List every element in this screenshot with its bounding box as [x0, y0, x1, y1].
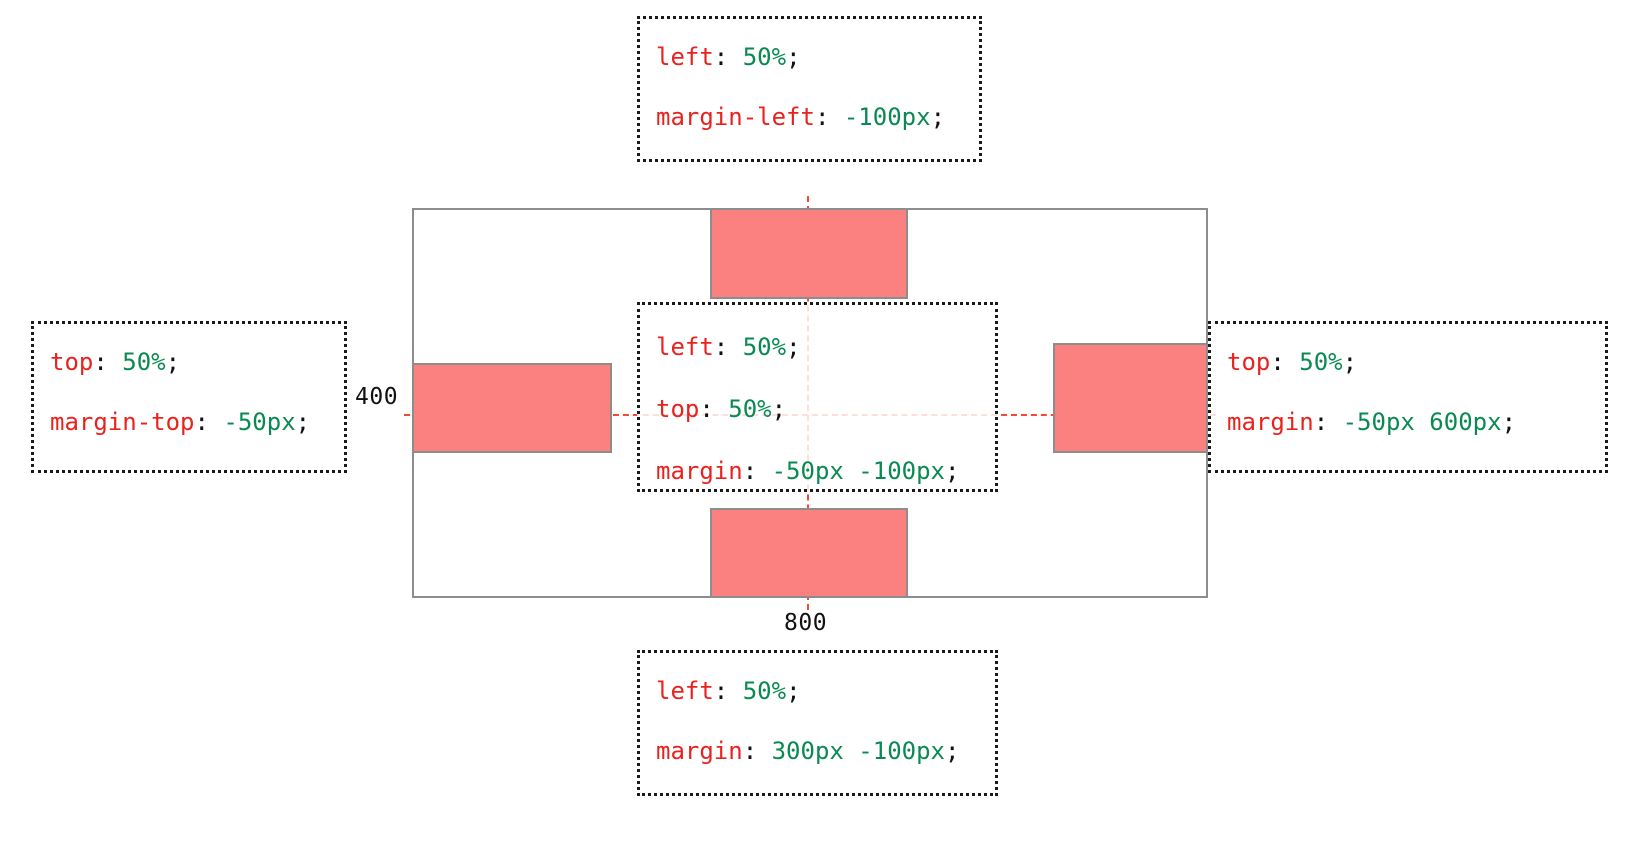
css-colon: :	[713, 333, 729, 361]
positioned-box-top	[710, 208, 908, 299]
css-semicolon: ;	[930, 103, 946, 131]
positioned-box-left	[412, 363, 612, 453]
css-value: 50%	[728, 395, 772, 423]
annotation-right: top: 50%; margin: -50px 600px;	[1208, 321, 1608, 473]
css-property: margin	[656, 457, 743, 485]
css-colon: :	[742, 457, 758, 485]
code-line: margin: -50px 600px;	[1225, 410, 1591, 434]
container-width-label: 800	[784, 610, 828, 636]
css-semicolon: ;	[786, 677, 801, 705]
css-value: 50%	[742, 677, 787, 705]
css-value: -100px	[843, 103, 931, 131]
css-value: -50px	[223, 408, 296, 436]
css-value: 50%	[122, 348, 166, 376]
css-value: 50%	[1299, 348, 1343, 376]
code-line: margin-top: -50px;	[48, 410, 330, 434]
css-value: 300px -100px	[771, 737, 945, 765]
css-colon: :	[93, 348, 108, 376]
annotation-left: top: 50%; margin-top: -50px;	[31, 321, 347, 473]
css-property: left	[656, 333, 714, 361]
container-height-label: 400	[355, 384, 399, 410]
annotation-center: left: 50%; top: 50%; margin: -50px -100p…	[637, 302, 998, 492]
css-value: -50px -100px	[771, 457, 945, 485]
code-line: left: 50%;	[654, 679, 981, 703]
css-property: margin	[656, 737, 743, 765]
css-colon: :	[1270, 348, 1285, 376]
css-colon: :	[713, 43, 729, 71]
code-line: top: 50%;	[1225, 350, 1591, 374]
css-semicolon: ;	[165, 348, 181, 376]
css-property: left	[656, 677, 714, 705]
css-property: top	[50, 348, 94, 376]
css-semicolon: ;	[1501, 408, 1517, 436]
css-semicolon: ;	[786, 333, 801, 361]
css-property: left	[656, 43, 714, 71]
css-semicolon: ;	[945, 737, 960, 765]
code-line: top: 50%;	[654, 397, 981, 421]
annotation-top: left: 50%; margin-left: -100px;	[637, 16, 982, 162]
css-value: 50%	[742, 43, 787, 71]
css-colon: :	[699, 395, 714, 423]
annotation-bottom: left: 50%; margin: 300px -100px;	[637, 650, 998, 796]
css-semicolon: ;	[786, 43, 801, 71]
css-colon: :	[1313, 408, 1329, 436]
css-semicolon: ;	[295, 408, 311, 436]
code-line: margin: -50px -100px;	[654, 459, 981, 483]
css-property: margin	[1227, 408, 1314, 436]
code-line: margin: 300px -100px;	[654, 739, 981, 763]
css-property: top	[1227, 348, 1271, 376]
css-semicolon: ;	[1342, 348, 1358, 376]
css-property: margin-top	[50, 408, 195, 436]
code-line: top: 50%;	[48, 350, 330, 374]
positioned-box-right	[1053, 343, 1208, 453]
code-line: left: 50%;	[654, 45, 965, 69]
css-value: -50px 600px	[1342, 408, 1502, 436]
css-property: margin-left	[656, 103, 815, 131]
css-property: top	[656, 395, 700, 423]
css-value: 50%	[742, 333, 787, 361]
css-semicolon: ;	[771, 395, 787, 423]
css-colon: :	[194, 408, 209, 436]
css-colon: :	[814, 103, 830, 131]
code-line: margin-left: -100px;	[654, 105, 965, 129]
css-colon: :	[713, 677, 729, 705]
code-line: left: 50%;	[654, 335, 981, 359]
css-semicolon: ;	[945, 457, 960, 485]
positioned-box-bottom	[710, 508, 908, 598]
css-colon: :	[742, 737, 758, 765]
